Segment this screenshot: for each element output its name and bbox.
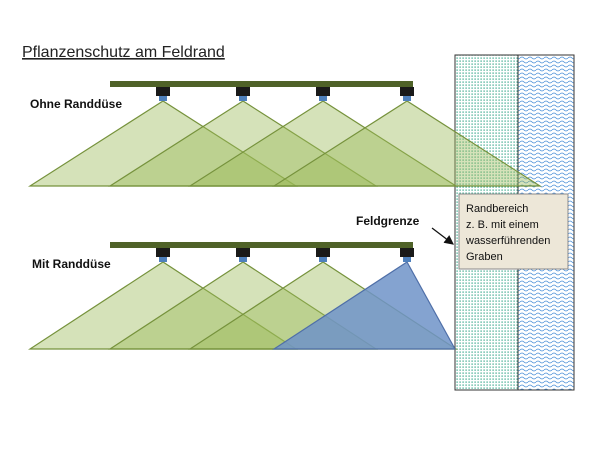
row-with-edge-nozzle bbox=[27, 242, 459, 350]
spray-cones bbox=[27, 261, 459, 350]
nozzle bbox=[316, 87, 330, 101]
row-without-edge-nozzle bbox=[27, 81, 543, 187]
nozzles bbox=[156, 248, 414, 262]
spray-cones bbox=[27, 100, 543, 187]
nozzle bbox=[236, 248, 250, 262]
row-label-with-edge-nozzle: Mit Randdüse bbox=[32, 257, 111, 271]
nozzles bbox=[156, 87, 414, 101]
margin-note-box: Randbereich z. B. mit einem wasserführen… bbox=[458, 193, 569, 270]
field-border-label: Feldgrenze bbox=[356, 214, 420, 228]
nozzle bbox=[236, 87, 250, 101]
spray-boom bbox=[110, 81, 413, 87]
margin-note-line-1: Randbereich bbox=[466, 203, 528, 215]
margin-note-line-3: wasserführenden bbox=[465, 235, 550, 247]
edge-nozzle bbox=[400, 248, 414, 262]
margin-note-line-2: z. B. mit einem bbox=[466, 219, 539, 231]
diagram-title: Pflanzenschutz am Feldrand bbox=[22, 44, 225, 61]
nozzle bbox=[316, 248, 330, 262]
margin-note-line-4: Graben bbox=[466, 251, 503, 263]
nozzle bbox=[156, 87, 170, 101]
spray-boom bbox=[110, 242, 413, 248]
nozzle bbox=[156, 248, 170, 262]
field-border-arrow bbox=[431, 227, 454, 245]
row-label-without-edge-nozzle: Ohne Randdüse bbox=[30, 97, 122, 111]
nozzle bbox=[400, 87, 414, 101]
edge-spray-cone bbox=[271, 261, 457, 350]
spray-cone bbox=[271, 100, 543, 187]
